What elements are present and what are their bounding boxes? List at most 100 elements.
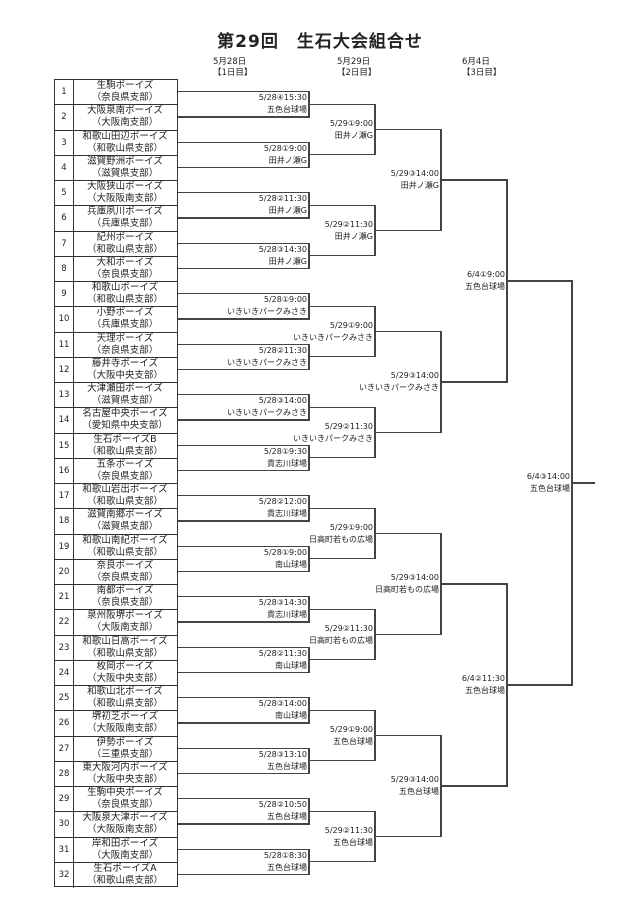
bracket-line (441, 179, 507, 181)
day-header-2: 5月29日 【2日目】 (337, 57, 376, 79)
team-number: 5 (55, 181, 74, 206)
team-number: 14 (55, 408, 74, 433)
team-name: 南都ボーイズ (96, 585, 154, 596)
team-branch: （奈良県支部） (91, 470, 159, 482)
team-name: 兵庫夙川ボーイズ (87, 206, 163, 218)
team-name: 生駒中央ボーイズ (87, 787, 163, 798)
match-venue: 五色台球場 (267, 812, 307, 822)
team-branch: （和歌山県支部） (86, 647, 163, 659)
match-venue: 日高町若もの広場 (375, 585, 439, 594)
bracket-line (309, 608, 375, 610)
day-header-1: 5月28日 【1日目】 (213, 57, 252, 79)
match-time: 5/28②10:50 (258, 800, 307, 810)
team-number: 6 (55, 206, 74, 231)
bracket-line (178, 267, 309, 270)
team-number: 32 (55, 862, 74, 888)
bracket-line (309, 305, 375, 307)
team-number: 26 (55, 711, 74, 736)
team-number: 3 (55, 130, 74, 155)
team-number: 19 (55, 534, 74, 559)
team-branch: （大阪阪南支部） (86, 824, 163, 836)
bracket-line (178, 394, 309, 396)
team-name: 和歌山田辺ボーイズ (82, 130, 168, 142)
match-time: 5/29②11:30 (324, 623, 373, 633)
team-name: 生石ボーイズA (93, 862, 157, 874)
match-time: 5/28①9:30 (263, 446, 307, 456)
match-venue: 五色台球場 (267, 761, 307, 771)
bracket-line (178, 318, 309, 320)
match-venue: 田井ノ瀬G (334, 231, 373, 241)
team-row: 32 生石ボーイズA（和歌山県支部） (55, 862, 177, 888)
team-branch: （奈良県支部） (91, 571, 159, 583)
team-number: 11 (55, 332, 74, 357)
team-number: 29 (55, 787, 74, 812)
match-time: 5/28②11:30 (258, 194, 307, 204)
bracket-line (178, 217, 309, 219)
match-venue: いきいきパークみさき (359, 383, 439, 392)
page-title: 第29回 生石大会組合せ (217, 32, 423, 52)
team-branch: （和歌山県支部） (86, 874, 163, 886)
team-name: 大和ボーイズ (96, 256, 154, 268)
bracket-line (178, 823, 309, 825)
team-number: 2 (55, 105, 74, 130)
bracket-line (375, 128, 441, 131)
bracket-line (178, 293, 309, 295)
team-branch: （和歌山県支部） (86, 496, 163, 507)
match-time: 5/28③14:00 (258, 699, 307, 709)
match-time: 5/29①9:00 (329, 320, 373, 330)
team-name: 大阪泉南ボーイズ (87, 105, 163, 117)
match-time: 5/29①9:00 (329, 118, 373, 128)
match-venue: 五色台球場 (333, 736, 373, 746)
day-label: 【3日目】 (462, 68, 502, 78)
bracket-line (178, 545, 309, 547)
team-number: 7 (55, 231, 74, 256)
team-branch: （大阪南支部） (91, 622, 159, 634)
team-name: 和歌山南紀ボーイズ (82, 534, 168, 546)
bracket-line (309, 103, 375, 105)
team-name: 岸和田ボーイズ (91, 837, 159, 849)
team-name: 名古屋中央ボーイズ (82, 408, 168, 420)
team-branch: （大阪南支部） (91, 849, 159, 861)
match-venue: 田井ノ瀬G (334, 130, 373, 140)
bracket-line (309, 760, 375, 762)
team-branch: （大阪中央支部） (86, 672, 163, 684)
bracket-line (178, 192, 309, 194)
team-name: 藤井寺ボーイズ (91, 357, 159, 369)
bracket-line (178, 116, 309, 118)
bracket-line (309, 810, 375, 812)
team-name: 滋賀南郷ボーイズ (87, 509, 163, 521)
team-number: 22 (55, 610, 74, 635)
team-name: 和歌山岩出ボーイズ (82, 484, 168, 495)
match-venue: 五色台球場 (530, 484, 570, 493)
team-branch: （滋賀県支部） (91, 167, 159, 179)
bracket-line (309, 204, 375, 206)
team-branch: （奈良県支部） (91, 344, 159, 356)
bracket-line (441, 785, 507, 787)
match-venue: 田井ノ瀬G (268, 206, 307, 216)
team-branch: （奈良県支部） (91, 597, 159, 608)
bracket-line (178, 444, 309, 446)
match-label: 5/29①9:00 田井ノ瀬G (330, 119, 373, 141)
bracket-line (309, 507, 375, 509)
